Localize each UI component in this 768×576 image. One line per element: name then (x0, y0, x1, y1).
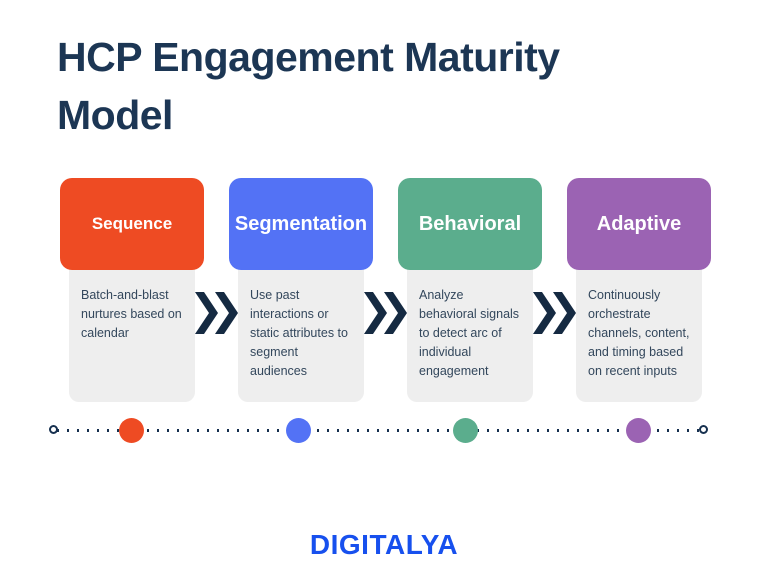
page-title-line1: HCP Engagement Maturity (57, 34, 560, 80)
timeline-dot-behavioral (453, 418, 478, 443)
digitalya-logo: DIGITALYA (309, 529, 459, 560)
timeline-dot-sequence (119, 418, 144, 443)
stage-name: Adaptive (596, 212, 682, 235)
stage-card-sequence: Sequence Batch-and-blast nurtures based … (60, 178, 204, 402)
stage-name: Sequence (91, 214, 173, 233)
timeline-dashed-line (57, 429, 705, 432)
double-chevron-icon (195, 292, 239, 334)
stage-name: Behavioral (418, 212, 522, 235)
double-chevron-icon (364, 292, 408, 334)
timeline-start-ring-icon (49, 425, 58, 434)
stage-name: Segmentation (234, 212, 368, 235)
stage-card-segmentation: Segmentation Use past interactions or st… (229, 178, 373, 402)
stage-description-segmentation: Use past interactions or static attribut… (238, 268, 364, 402)
page-title-line2: Model (57, 92, 173, 138)
stage-description-sequence: Batch-and-blast nurtures based on calend… (69, 268, 195, 402)
stage-header-segmentation: Segmentation (229, 178, 373, 270)
stage-card-adaptive: Adaptive Continuously orchestrate channe… (567, 178, 711, 402)
stage-header-behavioral: Behavioral (398, 178, 542, 270)
double-chevron-icon (533, 292, 577, 334)
page-title: HCP Engagement Maturity Model (57, 28, 560, 144)
stage-card-behavioral: Behavioral Analyze behavioral signals to… (398, 178, 542, 402)
stage-description-adaptive: Continuously orchestrate channels, conte… (576, 268, 702, 402)
stage-description-behavioral: Analyze behavioral signals to detect arc… (407, 268, 533, 402)
timeline-dot-adaptive (626, 418, 651, 443)
timeline-end-ring-icon (699, 425, 708, 434)
stage-header-adaptive: Adaptive (567, 178, 711, 270)
stage-header-sequence: Sequence (60, 178, 204, 270)
timeline-dot-segmentation (286, 418, 311, 443)
